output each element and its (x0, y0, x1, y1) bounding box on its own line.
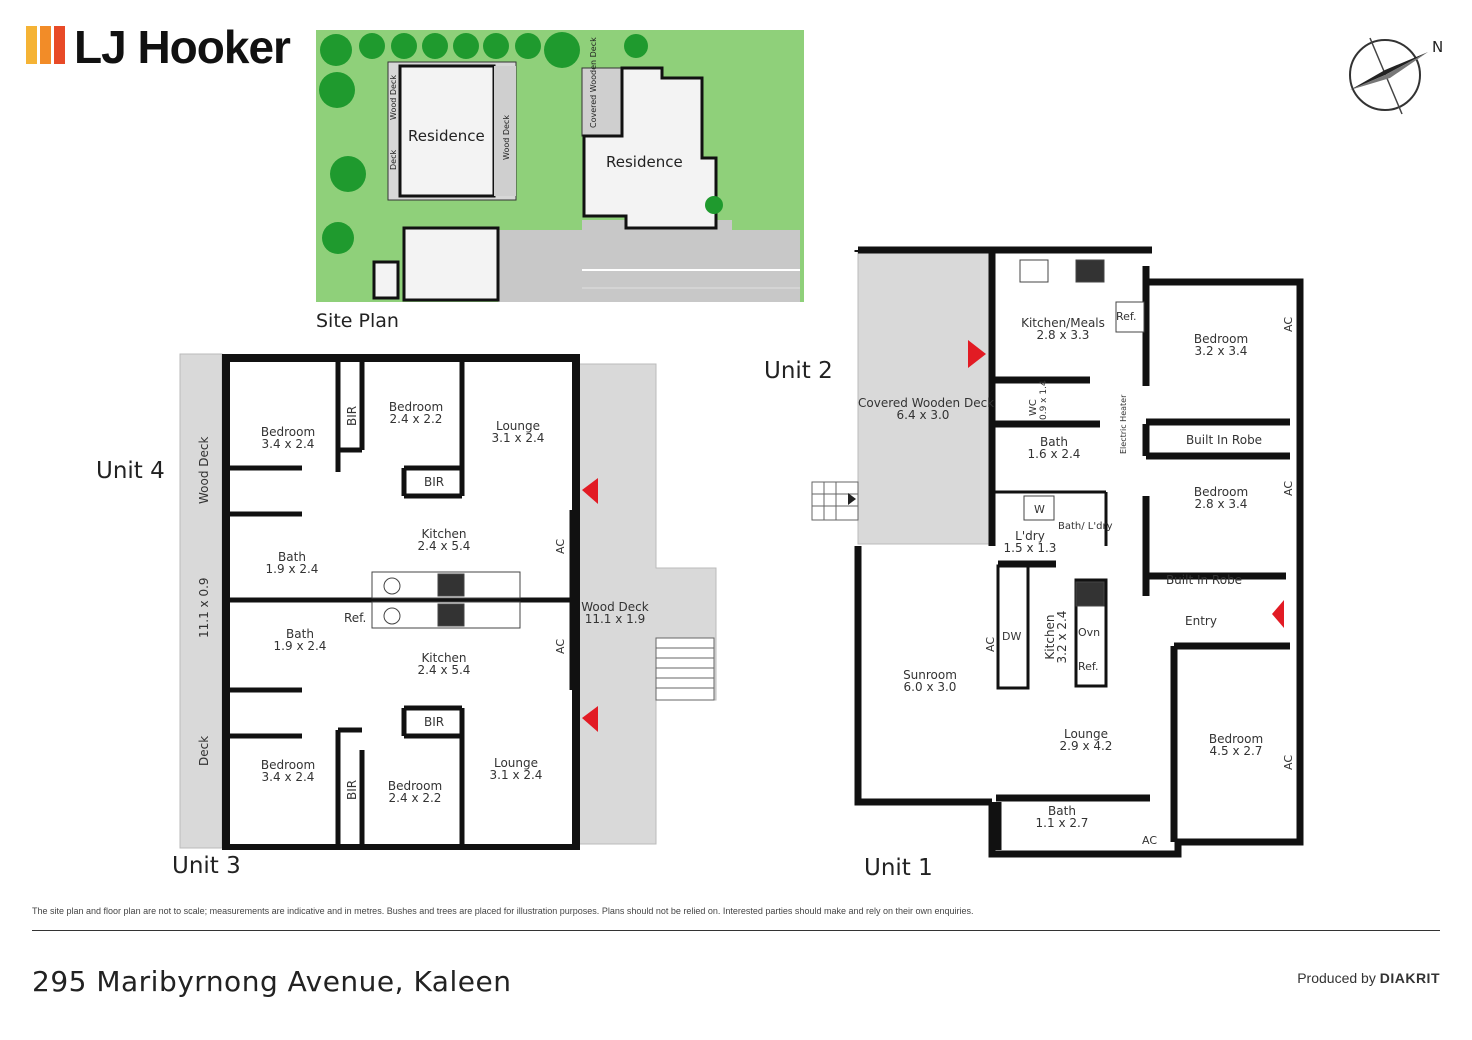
left-ac-1: AC (554, 539, 567, 554)
right-w: W (1034, 503, 1045, 516)
site-deck: Deck (389, 150, 398, 170)
right-ovn: Ovn (1078, 626, 1100, 639)
site-covered-deck: Covered Wooden Deck (589, 37, 598, 128)
electric-heater-label: Electric Heater (1119, 394, 1128, 454)
left-bir-2: BIR (424, 475, 444, 489)
right-ref-1: Ref. (1116, 310, 1137, 323)
built-in-robe-2: Built In Robe (1165, 573, 1243, 587)
right-floor-plan: WC 0.9 x 1.4 Electric Heater AC AC AC AC… (811, 246, 1304, 858)
right-dw: DW (1002, 630, 1021, 643)
logo-stripe-yellow (26, 26, 37, 64)
left-wood-deck-side: Wood Deck (197, 437, 211, 504)
left-deck-side: Deck (197, 736, 211, 766)
brand-name: LJ Hooker (74, 21, 291, 73)
unit3-label: Unit 3 (172, 853, 241, 879)
right-ac-1: AC (1282, 317, 1295, 332)
room-bath-laundry: Bath/ L'dry (1058, 521, 1113, 532)
unit1-label: Unit 1 (864, 855, 933, 881)
right-ac-4: AC (984, 637, 997, 652)
address: 295 Maribyrnong Avenue, Kaleen (32, 965, 512, 998)
site-residence-1: Residence (408, 127, 485, 145)
left-ref: Ref. (344, 611, 366, 625)
right-ac-5: AC (1142, 834, 1157, 847)
left-floor-plan: Wood Deck 11.1 x 0.9 Deck BIR BIR BIR BI… (179, 353, 717, 850)
right-ac-2: AC (1282, 481, 1295, 496)
site-residence-2: Residence (606, 153, 683, 171)
wc-dim: 0.9 x 1.4 (1039, 380, 1049, 420)
site-plan: Residence Wood Deck Deck Wood Deck Resid… (316, 30, 804, 302)
right-ref-2: Ref. (1078, 660, 1099, 673)
left-ac-2: AC (554, 639, 567, 654)
left-deck-dim: 11.1 x 0.9 (197, 577, 211, 638)
logo-stripe-red (54, 26, 65, 64)
site-wood-deck-2: Wood Deck (502, 115, 511, 160)
built-in-robe-1: Built In Robe (1185, 433, 1263, 447)
disclaimer: The site plan and floor plan are not to … (32, 906, 974, 916)
site-wood-deck-1: Wood Deck (389, 75, 398, 120)
left-bir-1: BIR (345, 406, 359, 426)
producer-credit: Produced by DIAKRIT (1297, 970, 1440, 986)
logo-stripe-orange (40, 26, 51, 64)
left-bir-4: BIR (345, 780, 359, 800)
compass-north-label: N (1432, 38, 1443, 56)
right-ac-3: AC (1282, 755, 1295, 770)
unit2-label: Unit 2 (764, 358, 833, 384)
entry-label: Entry (1185, 614, 1217, 628)
unit4-label: Unit 4 (96, 458, 165, 484)
site-plan-caption: Site Plan (316, 310, 399, 332)
compass-icon: N (1349, 37, 1443, 115)
wc-label: WC (1028, 399, 1039, 416)
divider (32, 930, 1440, 931)
left-bir-3: BIR (424, 715, 444, 729)
